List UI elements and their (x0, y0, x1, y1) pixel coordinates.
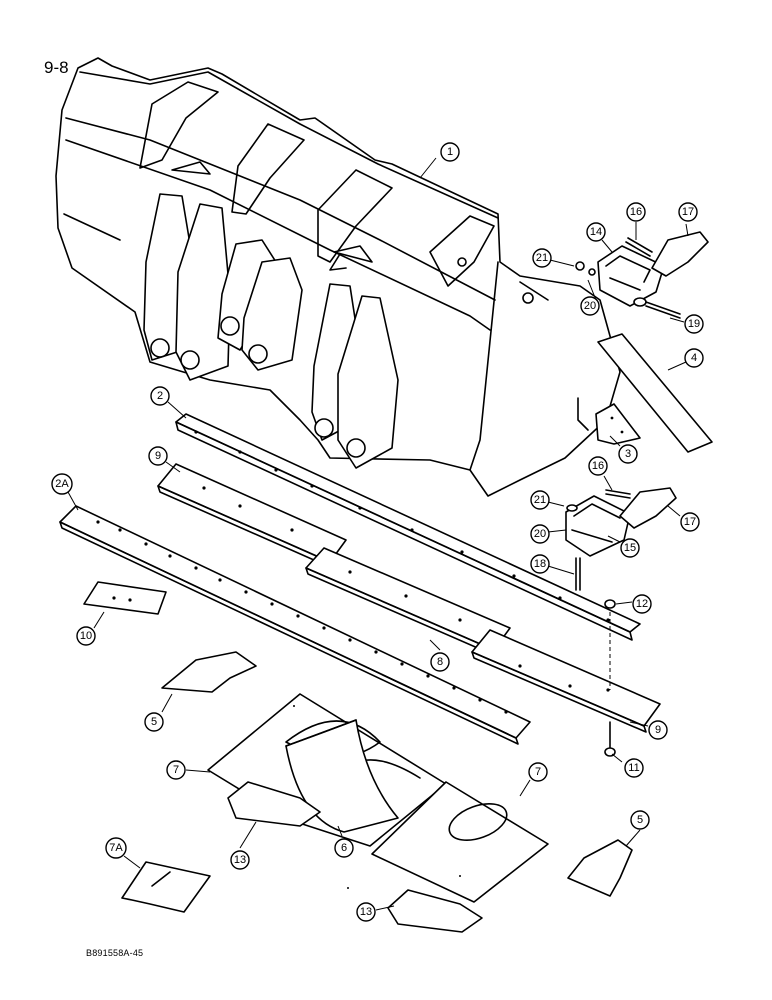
wear-liner-7-right (371, 781, 549, 903)
svg-text:10: 10 (80, 630, 92, 642)
tooth-adapter-15 (565, 495, 631, 557)
callout-3: 3 (609, 435, 638, 464)
callout-16-lower: 16 (588, 456, 613, 491)
shim-7a (121, 861, 211, 913)
callout-5-right: 5 (625, 810, 650, 847)
svg-text:16: 16 (592, 460, 604, 472)
curved-liner-6 (285, 719, 399, 833)
svg-text:7: 7 (173, 764, 179, 776)
callout-2: 2 (150, 386, 187, 419)
callout-21-upper: 21 (532, 248, 575, 268)
callout-11: 11 (611, 753, 644, 778)
callouts: 1 2 2A 3 4 5 5 6 7 7 7A 8 9 9 10 11 12 1… (51, 142, 704, 922)
callout-14: 14 (586, 222, 613, 253)
svg-text:1: 1 (447, 146, 453, 158)
callout-13-left: 13 (230, 821, 257, 870)
callout-8: 8 (429, 639, 450, 672)
cutting-edge-2a (59, 505, 531, 745)
svg-text:18: 18 (534, 558, 546, 570)
svg-text:17: 17 (684, 516, 696, 528)
page-number: 9-8 (44, 58, 69, 77)
svg-text:21: 21 (536, 252, 548, 264)
wear-block-13-right (387, 889, 483, 933)
svg-text:11: 11 (628, 762, 639, 774)
callout-7-right: 7 (519, 762, 548, 797)
callout-5-left: 5 (144, 693, 173, 732)
hardware-lower (566, 504, 616, 757)
svg-text:2A: 2A (55, 478, 69, 490)
svg-text:9: 9 (155, 450, 161, 462)
callout-20-upper: 20 (580, 279, 600, 316)
callout-1: 1 (419, 142, 460, 179)
svg-text:19: 19 (688, 318, 700, 330)
bucket-assembly (55, 57, 621, 497)
hardware-upper (575, 261, 681, 319)
svg-text:5: 5 (151, 716, 157, 728)
callout-9-upper: 9 (148, 446, 181, 473)
segment-9-lower (471, 629, 661, 733)
figure-reference-code: B891558A-45 (86, 948, 144, 958)
wear-strip-4 (597, 333, 713, 453)
svg-text:9: 9 (655, 724, 661, 736)
wear-plate-5-left (161, 651, 257, 693)
callout-6: 6 (334, 825, 354, 858)
svg-text:20: 20 (584, 300, 596, 312)
tooth-17-lower (619, 487, 677, 529)
callout-2a: 2A (51, 473, 79, 511)
callout-9-lower: 9 (629, 720, 668, 740)
svg-text:2: 2 (157, 390, 163, 402)
svg-text:6: 6 (341, 842, 347, 854)
callout-4: 4 (667, 348, 704, 371)
svg-text:3: 3 (625, 448, 631, 460)
svg-text:4: 4 (691, 352, 697, 364)
svg-text:5: 5 (637, 814, 643, 826)
svg-text:7A: 7A (109, 842, 123, 854)
svg-text:16: 16 (630, 206, 642, 218)
callout-18: 18 (530, 554, 575, 575)
svg-text:12: 12 (636, 598, 648, 610)
wear-block-13-left (227, 781, 321, 827)
svg-text:8: 8 (437, 656, 443, 668)
wear-plate-5-right (567, 839, 633, 897)
svg-text:15: 15 (624, 542, 636, 554)
callout-16-upper: 16 (626, 202, 646, 240)
callout-10: 10 (76, 611, 105, 646)
svg-text:17: 17 (682, 206, 694, 218)
side-plate-3 (595, 403, 641, 445)
callout-7a: 7A (105, 837, 141, 869)
tooth-adapter-14 (597, 245, 665, 307)
end-plate-10 (83, 581, 167, 615)
pin-16-lower (605, 489, 631, 499)
bolt-holes (96, 430, 610, 714)
cutting-edge-2 (175, 413, 641, 641)
tooth-17-upper (651, 231, 709, 277)
callout-7-left: 7 (166, 760, 211, 780)
callout-21-lower: 21 (530, 490, 565, 510)
callout-19: 19 (669, 314, 704, 334)
svg-text:13: 13 (234, 854, 246, 866)
svg-text:21: 21 (534, 494, 546, 506)
callout-17-lower: 17 (667, 505, 700, 532)
svg-text:13: 13 (360, 906, 372, 918)
svg-text:14: 14 (590, 226, 602, 238)
svg-text:20: 20 (534, 528, 546, 540)
callout-12: 12 (615, 594, 652, 614)
pin-16-upper (625, 237, 653, 257)
callout-17-upper: 17 (678, 202, 698, 237)
callout-13-right: 13 (356, 902, 395, 922)
callout-20-lower: 20 (530, 524, 567, 544)
callout-15: 15 (607, 535, 640, 558)
print-specks (293, 705, 461, 889)
svg-text:7: 7 (535, 766, 541, 778)
